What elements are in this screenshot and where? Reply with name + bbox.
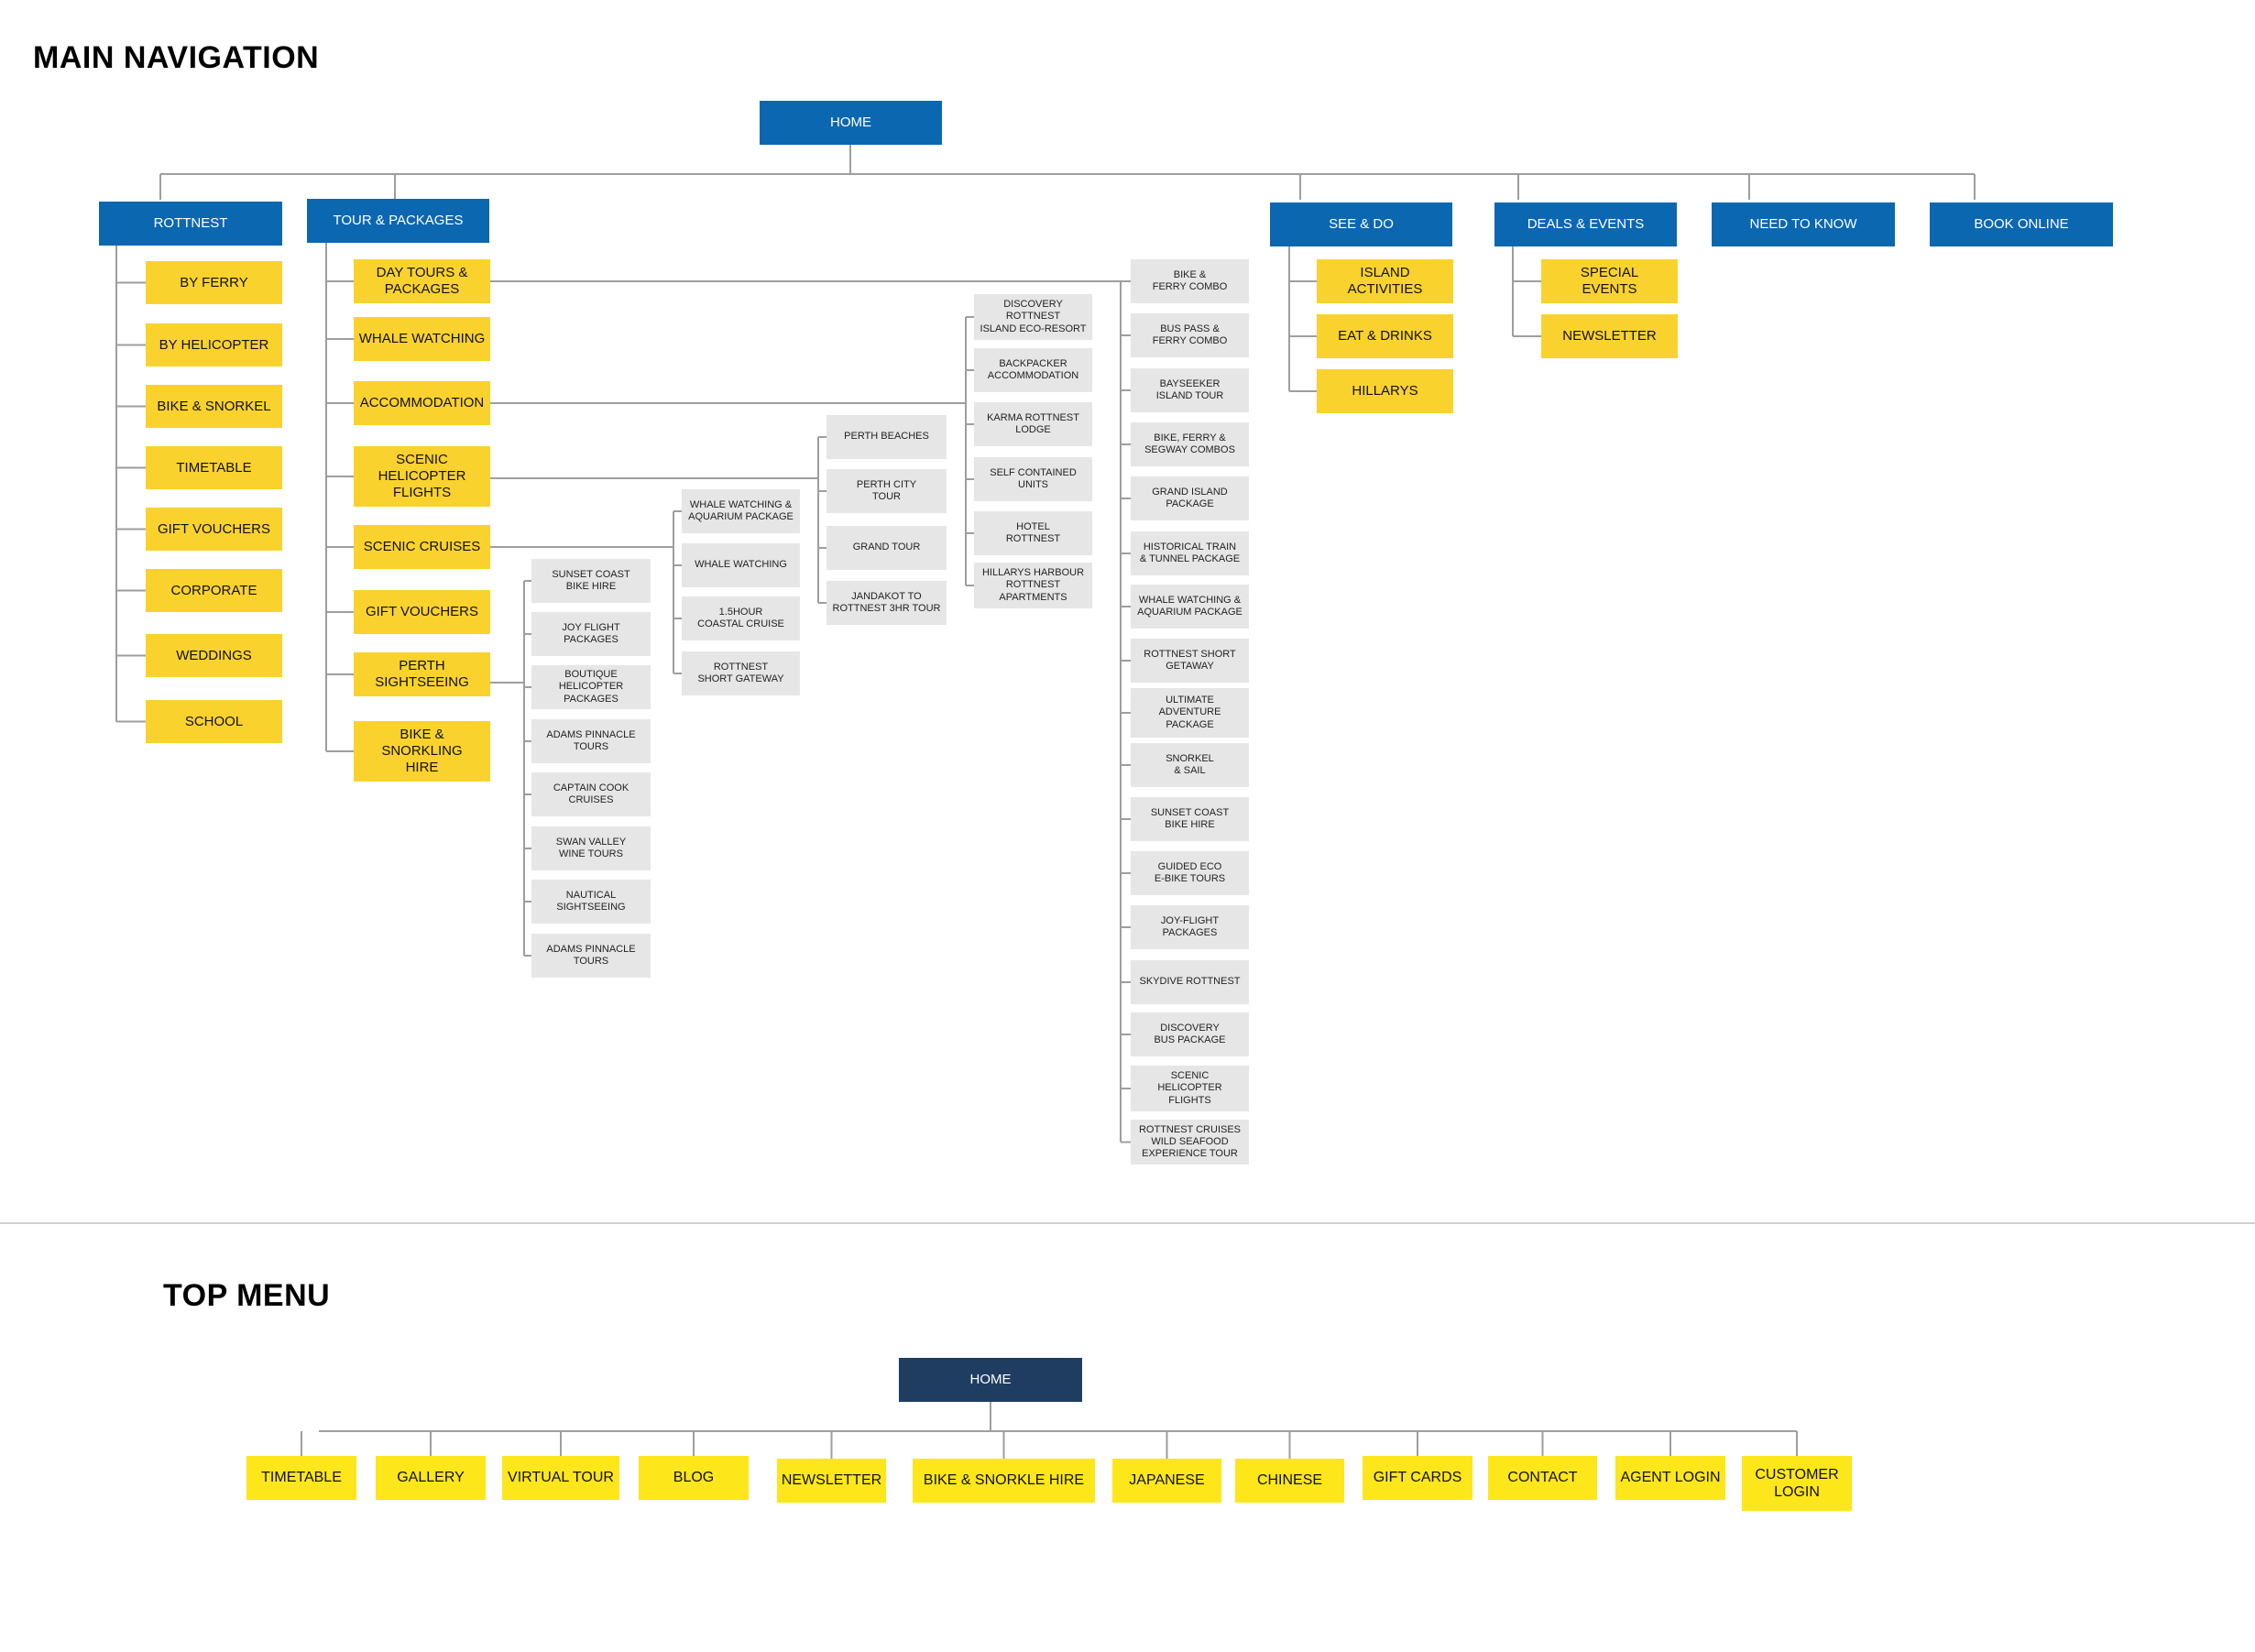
nav-joy-flight-packages[interactable]: JOY-FLIGHT PACKAGES xyxy=(1131,905,1249,949)
nav-discovery-bus-package[interactable]: DISCOVERY BUS PACKAGE xyxy=(1131,1012,1249,1056)
nav-gift-vouchers[interactable]: GIFT VOUCHERS xyxy=(354,590,490,634)
top-gift-cards[interactable]: GIFT CARDS xyxy=(1363,1456,1472,1500)
nav-nautical-sightseeing[interactable]: NAUTICAL SIGHTSEEING xyxy=(531,880,651,924)
nav-snorkel-sail[interactable]: SNORKEL & SAIL xyxy=(1131,743,1249,787)
nav-bayseeker-island-tour[interactable]: BAYSEEKER ISLAND TOUR xyxy=(1131,368,1249,412)
top-timetable[interactable]: TIMETABLE xyxy=(246,1456,356,1500)
nav-special-events[interactable]: SPECIAL EVENTS xyxy=(1541,259,1678,303)
top-home-button[interactable]: HOME xyxy=(899,1358,1082,1402)
nav-bike-snorkel[interactable]: BIKE & SNORKEL xyxy=(146,385,282,428)
nav-grand-island-package[interactable]: GRAND ISLAND PACKAGE xyxy=(1131,476,1249,520)
nav-boutique-helicopter-packages[interactable]: BOUTIQUE HELICOPTER PACKAGES xyxy=(531,665,651,709)
nav-scenic-cruises[interactable]: SCENIC CRUISES xyxy=(354,525,490,569)
nav-rottnest-short-getaway[interactable]: ROTTNEST SHORT GETAWAY xyxy=(1131,639,1249,683)
nav-deals-events[interactable]: DEALS & EVENTS xyxy=(1494,202,1677,246)
main-navigation-heading: MAIN NAVIGATION xyxy=(33,40,320,75)
nav-perth-beaches[interactable]: PERTH BEACHES xyxy=(826,415,947,459)
nav-whale-watching-aquarium-package[interactable]: WHALE WATCHING & AQUARIUM PACKAGE xyxy=(682,489,800,533)
nav-whale-watching[interactable]: WHALE WATCHING xyxy=(354,317,490,361)
nav-1-5hour-coastal-cruise[interactable]: 1.5HOUR COASTAL CRUISE xyxy=(682,596,800,640)
nav-skydive-rottnest[interactable]: SKYDIVE ROTTNEST xyxy=(1131,960,1249,1004)
nav-gift-vouchers[interactable]: GIFT VOUCHERS xyxy=(146,508,282,551)
nav-by-ferry[interactable]: BY FERRY xyxy=(146,261,282,304)
top-japanese[interactable]: JAPANESE xyxy=(1112,1459,1221,1503)
nav-ultimate-adventure-package[interactable]: ULTIMATE ADVENTURE PACKAGE xyxy=(1131,688,1249,738)
nav-scenic-helicopter-flights[interactable]: SCENIC HELICOPTER FLIGHTS xyxy=(1131,1066,1249,1111)
nav-sunset-coast-bike-hire[interactable]: SUNSET COAST BIKE HIRE xyxy=(1131,797,1249,841)
nav-whale-watching-aquarium-package[interactable]: WHALE WATCHING & AQUARIUM PACKAGE xyxy=(1131,585,1249,629)
nav-perth-sightseeing[interactable]: PERTH SIGHTSEEING xyxy=(354,652,490,696)
nav-accommodation[interactable]: ACCOMMODATION xyxy=(354,381,490,425)
nav-perth-city-tour[interactable]: PERTH CITY TOUR xyxy=(826,469,947,513)
nav-captain-cook-cruises[interactable]: CAPTAIN COOK CRUISES xyxy=(531,772,651,816)
top-virtual-tour[interactable]: VIRTUAL TOUR xyxy=(502,1456,619,1500)
section-divider xyxy=(0,1222,2255,1224)
nav-day-tours-packages[interactable]: DAY TOURS & PACKAGES xyxy=(354,259,490,303)
home-button[interactable]: HOME xyxy=(760,101,942,145)
nav-bike-ferry-segway-combos[interactable]: BIKE, FERRY & SEGWAY COMBOS xyxy=(1131,422,1249,466)
nav-backpacker-accommodation[interactable]: BACKPACKER ACCOMMODATION xyxy=(974,348,1092,392)
nav-historical-train-tunnel-package[interactable]: HISTORICAL TRAIN & TUNNEL PACKAGE xyxy=(1131,531,1249,575)
nav-weddings[interactable]: WEDDINGS xyxy=(146,634,282,677)
nav-hotel-rottnest[interactable]: HOTEL ROTTNEST xyxy=(974,511,1092,555)
nav-school[interactable]: SCHOOL xyxy=(146,700,282,743)
nav-bus-pass-ferry-combo[interactable]: BUS PASS & FERRY COMBO xyxy=(1131,313,1249,357)
nav-whale-watching[interactable]: WHALE WATCHING xyxy=(682,543,800,587)
nav-rottnest-cruises-wild-seafood-experience-tour[interactable]: ROTTNEST CRUISES WILD SEAFOOD EXPERIENCE… xyxy=(1131,1120,1249,1165)
nav-need-to-know[interactable]: NEED TO KNOW xyxy=(1712,202,1895,246)
nav-sunset-coast-bike-hire[interactable]: SUNSET COAST BIKE HIRE xyxy=(531,559,651,603)
nav-adams-pinnacle-tours[interactable]: ADAMS PINNACLE TOURS xyxy=(531,934,651,978)
nav-book-online[interactable]: BOOK ONLINE xyxy=(1930,202,2113,246)
top-blog[interactable]: BLOG xyxy=(639,1456,749,1500)
top-gallery[interactable]: GALLERY xyxy=(376,1456,486,1500)
nav-timetable[interactable]: TIMETABLE xyxy=(146,446,282,489)
nav-karma-rottnest-lodge[interactable]: KARMA ROTTNEST LODGE xyxy=(974,402,1092,446)
nav-by-helicopter[interactable]: BY HELICOPTER xyxy=(146,323,282,367)
nav-self-contained-units[interactable]: SELF CONTAINED UNITS xyxy=(974,457,1092,501)
nav-hillarys[interactable]: HILLARYS xyxy=(1317,369,1453,413)
nav-bike-snorkling-hire[interactable]: BIKE & SNORKLING HIRE xyxy=(354,721,490,782)
top-contact[interactable]: CONTACT xyxy=(1488,1456,1597,1500)
nav-swan-valley-wine-tours[interactable]: SWAN VALLEY WINE TOURS xyxy=(531,826,651,870)
top-agent-login[interactable]: AGENT LOGIN xyxy=(1615,1456,1725,1500)
nav-tour-packages[interactable]: TOUR & PACKAGES xyxy=(307,199,489,243)
top-chinese[interactable]: CHINESE xyxy=(1235,1459,1344,1503)
top-bike-snorkle-hire[interactable]: BIKE & SNORKLE HIRE xyxy=(913,1459,1095,1503)
nav-rottnest-short-gateway[interactable]: ROTTNEST SHORT GATEWAY xyxy=(682,651,800,695)
nav-adams-pinnacle-tours[interactable]: ADAMS PINNACLE TOURS xyxy=(531,719,651,763)
nav-island-activities[interactable]: ISLAND ACTIVITIES xyxy=(1317,259,1453,303)
nav-scenic-helicopter-flights[interactable]: SCENIC HELICOPTER FLIGHTS xyxy=(354,446,490,507)
nav-newsletter[interactable]: NEWSLETTER xyxy=(1541,314,1678,358)
top-newsletter[interactable]: NEWSLETTER xyxy=(777,1459,886,1503)
nav-hillarys-harbour-rottnest-apartments[interactable]: HILLARYS HARBOUR ROTTNEST APARTMENTS xyxy=(974,563,1092,608)
nav-eat-drinks[interactable]: EAT & DRINKS xyxy=(1317,314,1453,358)
nav-guided-eco-e-bike-tours[interactable]: GUIDED ECO E-BIKE TOURS xyxy=(1131,851,1249,895)
nav-grand-tour[interactable]: GRAND TOUR xyxy=(826,526,947,570)
nav-corporate[interactable]: CORPORATE xyxy=(146,569,282,612)
top-customer-login[interactable]: CUSTOMER LOGIN xyxy=(1742,1456,1852,1511)
nav-see-do[interactable]: SEE & DO xyxy=(1270,202,1452,246)
nav-jandakot-to-rottnest-3hr-tour[interactable]: JANDAKOT TO ROTTNEST 3HR TOUR xyxy=(826,581,947,625)
nav-bike-ferry-combo[interactable]: BIKE & FERRY COMBO xyxy=(1131,259,1249,303)
top-menu-heading: TOP MENU xyxy=(163,1278,331,1313)
nav-discovery-rottnest-island-eco-resort[interactable]: DISCOVERY ROTTNEST ISLAND ECO-RESORT xyxy=(974,294,1092,340)
nav-joy-flight-packages[interactable]: JOY FLIGHT PACKAGES xyxy=(531,612,651,656)
nav-rottnest[interactable]: ROTTNEST xyxy=(99,202,282,246)
